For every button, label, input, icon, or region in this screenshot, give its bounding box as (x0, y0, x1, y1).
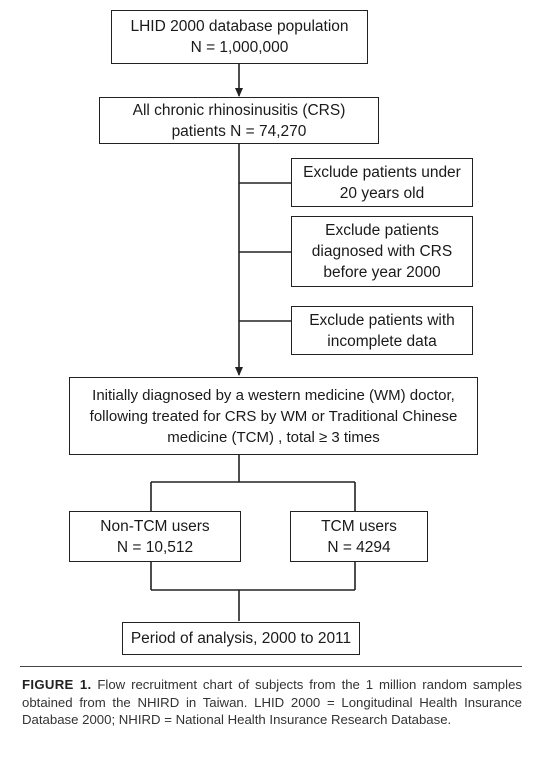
exclude-incomplete-line2: incomplete data (327, 332, 437, 350)
non-tcm-users-box: Non-TCM users N = 10,512 (69, 511, 241, 562)
crs-title: All chronic rhinosinusitis (CRS) (132, 101, 346, 119)
connector-lines (150, 64, 356, 621)
population-title: LHID 2000 database population (130, 18, 349, 35)
tcm-users-box: TCM users N = 4294 (290, 511, 428, 562)
period-box: Period of analysis, 2000 to 2011 (122, 622, 360, 655)
population-box: LHID 2000 database population N = 1,000,… (111, 10, 368, 64)
exclude-before-line3: before year 2000 (323, 264, 441, 281)
figure-caption: FIGURE 1. Flow recruitment chart of subj… (22, 676, 522, 729)
exclude-before-line1: Exclude patients (325, 222, 439, 239)
exclude-before-line2: diagnosed with CRS (311, 243, 453, 260)
initial-line3: medicine (TCM) , total ≥ 3 times (167, 428, 380, 446)
flow-diagram: LHID 2000 database population N = 1,000,… (69, 10, 478, 655)
population-count: N = 1,000,000 (190, 39, 289, 56)
caption-divider (20, 666, 522, 667)
non-tcm-label: Non-TCM users (100, 517, 210, 535)
caption-label: FIGURE 1. (22, 677, 92, 692)
tcm-count: N = 4294 (327, 538, 391, 556)
period-text: Period of analysis, 2000 to 2011 (130, 630, 352, 647)
exclude-incomplete-box: Exclude patients with incomplete data (291, 306, 473, 355)
exclude-age-box: Exclude patients under 20 years old (291, 158, 473, 207)
exclude-before-box: Exclude patients diagnosed with CRS befo… (291, 216, 473, 287)
initial-diagnosis-box: Initially diagnosed by a western medicin… (69, 377, 478, 455)
exclude-age-line2: 20 years old (339, 184, 425, 202)
tcm-label: TCM users (321, 517, 397, 535)
crs-count: patients N = 74,270 (171, 122, 307, 140)
crs-box: All chronic rhinosinusitis (CRS) patient… (99, 97, 379, 144)
exclude-age-line1: Exclude patients under (303, 163, 461, 181)
initial-line2: following treated for CRS by WM or Tradi… (89, 407, 458, 425)
exclude-incomplete-line1: Exclude patients with (309, 311, 455, 329)
initial-line1: Initially diagnosed by a western medicin… (92, 386, 455, 404)
non-tcm-count: N = 10,512 (116, 538, 194, 556)
caption-text: Flow recruitment chart of subjects from … (22, 677, 522, 727)
